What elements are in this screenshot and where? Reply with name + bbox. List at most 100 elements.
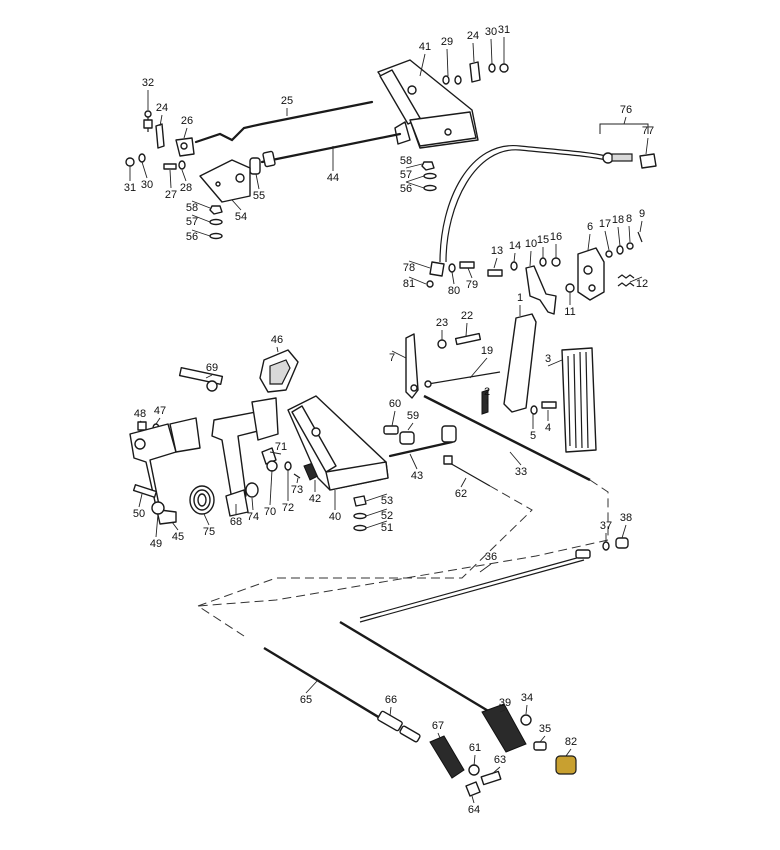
part-label-71: 71 bbox=[275, 441, 287, 453]
part-58-nut-left bbox=[209, 205, 223, 215]
leader-line-27 bbox=[169, 169, 172, 189]
part-31-nut-right bbox=[499, 63, 509, 73]
part-label-74: 74 bbox=[247, 511, 259, 523]
leader-line-74 bbox=[251, 497, 254, 511]
leader-line-13 bbox=[493, 257, 498, 269]
part-69-bolt bbox=[178, 367, 224, 392]
part-label-34: 34 bbox=[521, 692, 533, 704]
leader-line-61 bbox=[473, 754, 476, 767]
leader-line-79 bbox=[467, 267, 473, 279]
leader-line-3 bbox=[547, 359, 563, 367]
part-13-bolt bbox=[487, 269, 503, 277]
part-label-43: 43 bbox=[411, 470, 423, 482]
part-label-31: 31 bbox=[498, 24, 510, 36]
part-4-bolt bbox=[541, 401, 557, 409]
leader-line-41 bbox=[419, 53, 426, 77]
part-50-pin bbox=[132, 484, 158, 498]
cable-path-dashed-upper bbox=[197, 479, 609, 607]
part-label-24: 24 bbox=[467, 30, 479, 42]
part-label-40: 40 bbox=[329, 511, 341, 523]
leader-line-26 bbox=[183, 127, 188, 139]
leader-line-57 bbox=[191, 214, 211, 223]
part-30-washer-right bbox=[488, 63, 496, 73]
part-55-bushing bbox=[249, 157, 261, 175]
part-25-throttle-rod bbox=[194, 100, 374, 144]
part-label-11: 11 bbox=[564, 306, 575, 318]
part-label-73: 73 bbox=[291, 484, 303, 496]
leader-line-60 bbox=[391, 410, 396, 427]
leader-line-6 bbox=[587, 233, 591, 251]
part-67-boot bbox=[429, 735, 465, 779]
part-26-lever-bracket bbox=[175, 137, 195, 157]
part-62-cable-end bbox=[443, 455, 491, 487]
part-label-49: 49 bbox=[150, 538, 162, 550]
part-38-cap bbox=[615, 537, 629, 549]
part-label-59: 59 bbox=[407, 410, 419, 422]
part-59-bushing bbox=[399, 431, 415, 445]
part-1-accelerator-pedal-arm bbox=[503, 313, 537, 413]
part-label-48: 48 bbox=[134, 408, 146, 420]
leader-line-17 bbox=[604, 230, 610, 251]
leader-line-33 bbox=[509, 451, 522, 466]
leader-line-66 bbox=[389, 706, 392, 717]
part-label-26: 26 bbox=[181, 115, 193, 127]
part-24-lever-right bbox=[469, 61, 481, 83]
leader-line-24 bbox=[159, 114, 163, 127]
leader-line-29 bbox=[446, 48, 449, 77]
part-58-nut-right bbox=[421, 161, 435, 171]
part-49-clevis bbox=[151, 501, 165, 515]
part-5-washer bbox=[530, 405, 538, 415]
leader-line-63 bbox=[491, 766, 501, 775]
part-label-81: 81 bbox=[403, 278, 415, 290]
part-label-14: 14 bbox=[509, 240, 521, 252]
part-brake-pedal bbox=[211, 397, 279, 501]
part-label-36: 36 bbox=[485, 551, 497, 563]
leader-line-14 bbox=[513, 252, 516, 263]
part-label-75: 75 bbox=[203, 526, 215, 538]
part-48-pin bbox=[137, 421, 147, 431]
leader-line-69 bbox=[205, 374, 213, 379]
part-51-washer bbox=[353, 524, 367, 532]
leader-line-65 bbox=[305, 679, 319, 694]
leader-line-70 bbox=[269, 469, 273, 506]
part-label-30: 30 bbox=[141, 179, 153, 191]
part-18-washer bbox=[616, 245, 624, 255]
leader-line-45 bbox=[171, 521, 179, 531]
part-label-47: 47 bbox=[154, 405, 166, 417]
leader-line-55 bbox=[255, 173, 260, 190]
leader-line-81 bbox=[408, 276, 427, 285]
part-label-25: 25 bbox=[281, 95, 293, 107]
leader-line-73 bbox=[296, 477, 299, 484]
part-label-69: 69 bbox=[206, 362, 218, 374]
part-34-nut bbox=[520, 714, 532, 726]
leader-line-62 bbox=[460, 477, 467, 488]
part-label-22: 22 bbox=[461, 310, 473, 322]
part-label-79: 79 bbox=[466, 279, 478, 291]
part-72-washer bbox=[284, 461, 292, 471]
part-32-ball-joint bbox=[143, 110, 153, 132]
part-7-pushrod bbox=[405, 333, 419, 399]
part-56-washer-left bbox=[209, 232, 223, 240]
part-23-nut bbox=[437, 339, 447, 349]
part-3-pedal-pad bbox=[561, 347, 597, 453]
part-77-cable-end bbox=[639, 153, 657, 169]
leader-line-50 bbox=[138, 493, 143, 508]
leader-line-80 bbox=[451, 271, 455, 285]
part-label-44: 44 bbox=[327, 172, 339, 184]
part-64-clip bbox=[465, 781, 481, 797]
part-label-37: 37 bbox=[600, 520, 612, 532]
part-24-lever-left bbox=[155, 123, 165, 149]
part-label-67: 67 bbox=[432, 720, 444, 732]
part-28-washer bbox=[178, 160, 186, 170]
part-label-72: 72 bbox=[282, 502, 294, 514]
part-10-lever bbox=[525, 265, 557, 315]
leader-line-9 bbox=[639, 220, 643, 233]
part-label-6: 6 bbox=[587, 221, 593, 233]
leader-line-36 bbox=[479, 563, 492, 573]
part-label-70: 70 bbox=[264, 506, 276, 518]
leader-line-39 bbox=[499, 709, 506, 713]
leader-line-57 bbox=[405, 175, 425, 183]
leader-line-19 bbox=[469, 357, 488, 379]
part-label-32: 32 bbox=[142, 77, 154, 89]
